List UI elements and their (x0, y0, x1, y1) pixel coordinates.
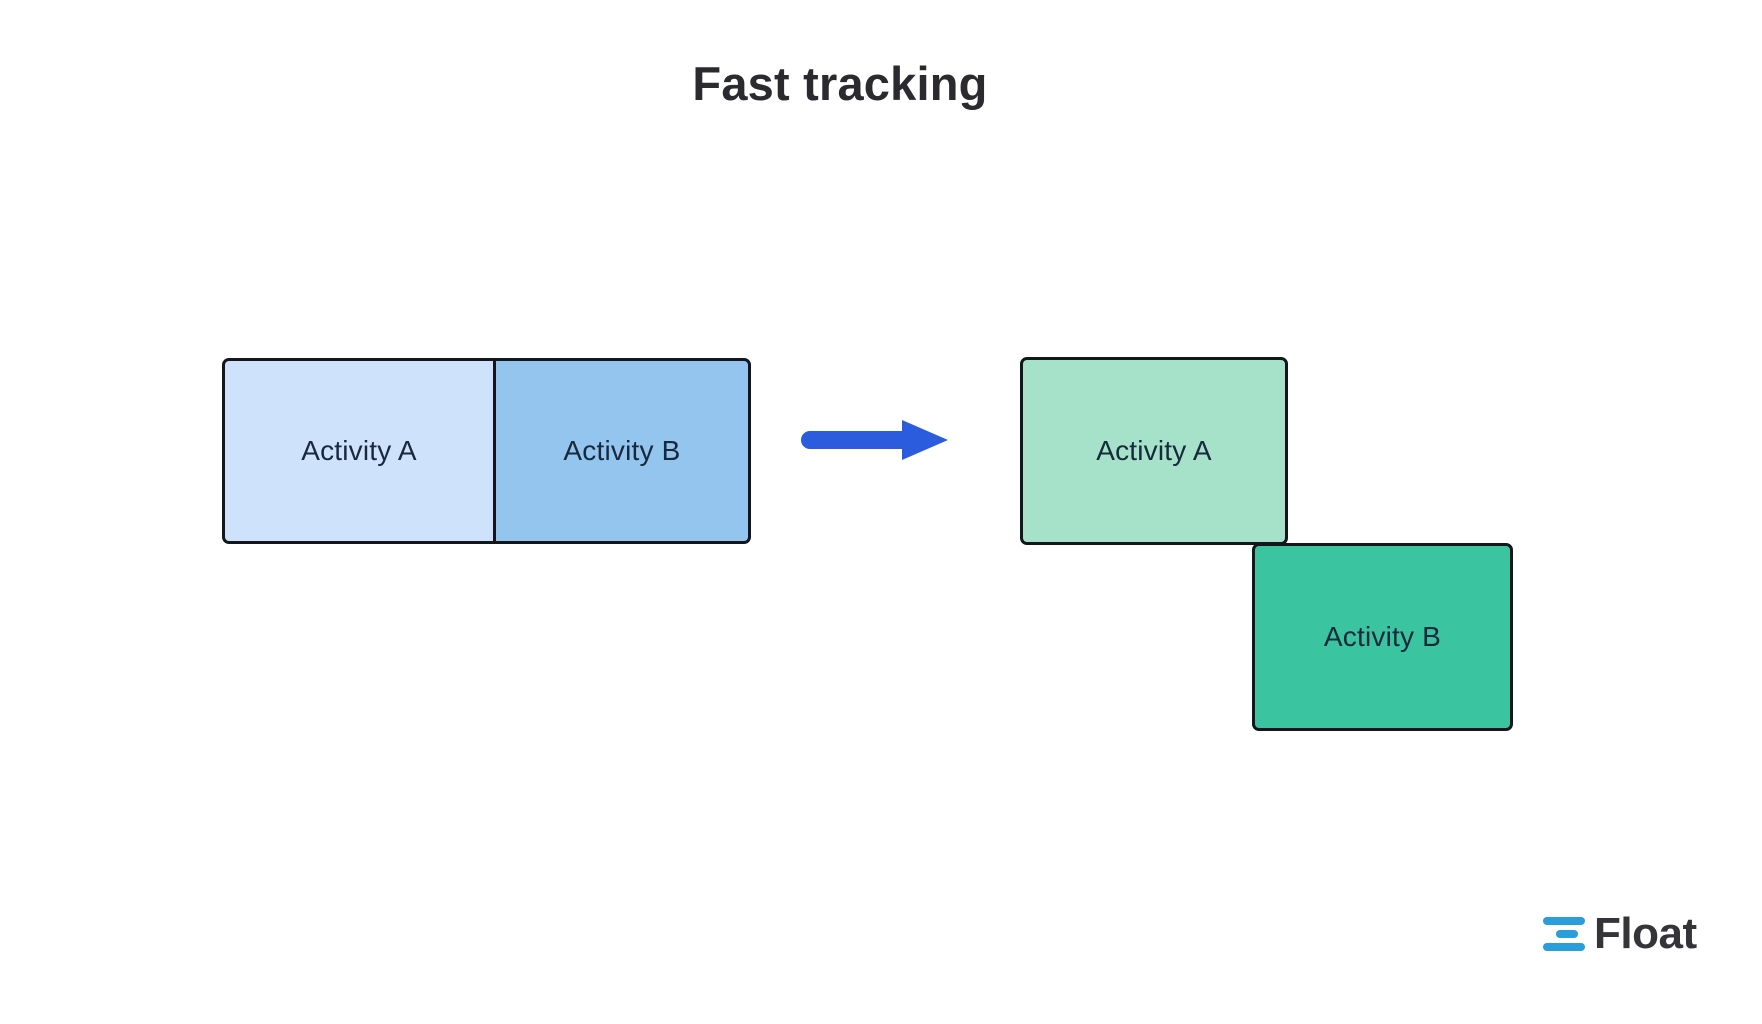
fasttracked-activity-a-label: Activity A (1096, 435, 1212, 466)
float-logo-wordmark: Float (1594, 909, 1697, 958)
fasttracked-activity-a-box: Activity A (1020, 357, 1288, 545)
sequential-activity-a-box: Activity A (222, 358, 493, 544)
sequential-activity-a-label: Activity A (301, 435, 417, 466)
right-arrow-icon (798, 418, 950, 462)
fasttracked-activity-b-label: Activity B (1323, 621, 1442, 652)
page-title-text: Fast tracking (692, 57, 988, 110)
fasttracked-activity-b-box: Activity B (1252, 543, 1513, 731)
sequential-activity-b-label: Activity B (563, 435, 681, 466)
float-logo-bar-bottom (1543, 943, 1585, 951)
float-logo-mark-icon (1543, 913, 1585, 955)
float-logo: Float (1543, 912, 1697, 956)
sequential-activity-b-box: Activity B (493, 358, 751, 544)
float-logo-bar-top (1543, 917, 1585, 925)
page-title: Fast tracking (0, 58, 1762, 110)
float-logo-bar-middle (1556, 930, 1578, 938)
